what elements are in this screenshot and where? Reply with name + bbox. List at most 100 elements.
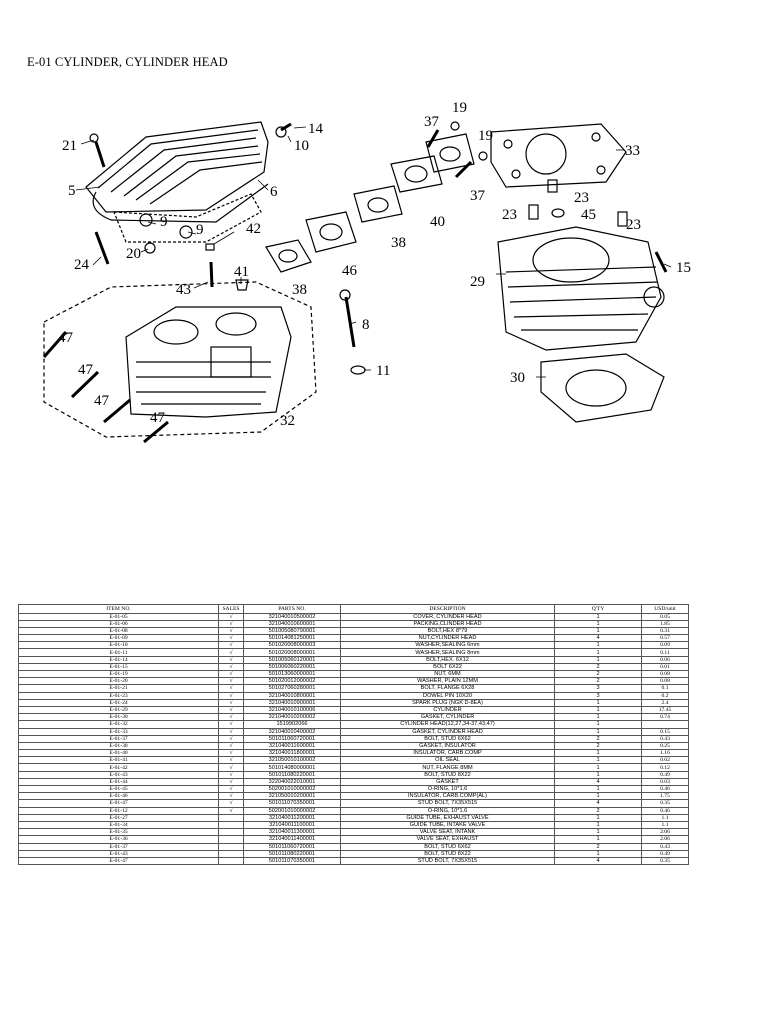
cell-parts-no: 321040011600001	[243, 741, 341, 751]
cell-parts-no: 322040022010001	[243, 777, 341, 787]
cell-description: STUD BOLT, 7X35X515	[340, 856, 555, 866]
cell-parts-no: 501011060720001	[243, 842, 341, 851]
cell-qty: 1	[554, 835, 642, 844]
cylinder-head-drawing	[43, 281, 317, 438]
cell-description: INSULATOR, CARB.COMP	[340, 749, 555, 758]
cell-qty: 1	[554, 641, 642, 650]
cell-usd-unit: 17.45	[641, 705, 689, 715]
callout-10: 10	[294, 138, 309, 154]
cell-description: SPARK PLUG (NGK D-8EA)	[340, 698, 555, 707]
cell-description: NUT,CYLINDER HEAD	[340, 634, 555, 643]
cell-description: NUT, FLANGE 8MM	[340, 763, 555, 772]
cell-usd-unit: 0.08	[641, 669, 689, 679]
cell-description: COVER, CYLINDER HEAD	[340, 612, 555, 621]
callout-29: 29	[470, 274, 485, 290]
cell-usd-unit: 2.06	[641, 835, 689, 844]
callout-46: 46	[342, 263, 358, 279]
cell-qty: 1	[554, 828, 642, 837]
cell-qty: 1	[554, 705, 642, 715]
small-fasteners-drawing	[89, 122, 366, 375]
cell-item-no: E-01-47	[18, 856, 219, 866]
cell-qty: 4	[554, 777, 642, 787]
cell-usd-unit: 0.08	[641, 677, 689, 686]
cell-description: BOLT, FLANGE 6X28	[340, 684, 555, 693]
cell-item-no: E-01-43	[18, 770, 219, 779]
cell-parts-no: 321040011800001	[243, 749, 341, 758]
cell-sales: √	[218, 669, 244, 679]
cell-qty: 2	[554, 842, 642, 851]
callout-45: 45	[581, 207, 596, 223]
cell-qty: 2	[554, 806, 642, 815]
cell-description: BOLT,HEX 8*79	[340, 626, 555, 636]
callout-8: 8	[362, 317, 370, 333]
callout-41: 41	[234, 264, 249, 280]
cell-qty: 1	[554, 720, 642, 729]
cell-description: BOLT, STUD 8X22	[340, 849, 555, 858]
studs-rings-drawing	[426, 121, 488, 179]
cell-description: CYLINDER HEAD(12,27,34-37,43,47)	[340, 720, 555, 729]
cell-qty: 1	[554, 849, 642, 858]
cell-sales: √	[218, 684, 244, 693]
cell-sales: √	[218, 720, 244, 729]
cell-item-no: E-01-41	[18, 756, 219, 765]
cell-sales: √	[218, 799, 244, 808]
cell-usd-unit: 0.35	[641, 799, 689, 808]
cell-parts-no: 501011060720001	[243, 734, 341, 743]
cell-qty: 4	[554, 634, 642, 643]
cell-item-no: E-01-45	[18, 784, 219, 794]
cell-qty: 3	[554, 691, 642, 700]
cell-description: BOLT,HEX. 6X12	[340, 655, 555, 664]
callout-40: 40	[430, 214, 445, 230]
cell-description: VALVE SEAT, INTANK	[340, 828, 555, 837]
cell-parts-no: 501005080790001	[243, 626, 341, 636]
cell-sales	[218, 842, 244, 851]
table-header-row: ITEM NO. SALES PARTS NO. DESCRIPTION Q'T…	[18, 604, 689, 614]
cell-qty: 1	[554, 756, 642, 765]
cell-qty: 1	[554, 792, 642, 801]
cell-sales: √	[218, 756, 244, 765]
head-gasket-drawing	[490, 123, 627, 188]
cell-description: GASKET, CYLINDER HEAD	[340, 727, 555, 736]
cell-usd-unit: 0.06	[641, 655, 689, 664]
cell-item-no: E-01-47	[18, 799, 219, 808]
cell-usd-unit: 1.85	[641, 619, 689, 628]
cell-qty: 2	[554, 734, 642, 743]
cell-sales: √	[218, 634, 244, 643]
callout-23: 23	[574, 190, 589, 206]
cell-qty: 4	[554, 799, 642, 808]
cell-usd-unit: 0.74	[641, 713, 689, 722]
cell-parts-no: 321040010600001	[243, 619, 341, 628]
cell-description: VALVE SEAT, EXHAUST	[340, 835, 555, 844]
cell-usd-unit: 0.43	[641, 842, 689, 851]
col-header-sales: SALES	[218, 604, 244, 614]
cell-parts-no: 501011080220001	[243, 770, 341, 779]
page-title: E-01 CYLINDER, CYLINDER HEAD	[27, 55, 228, 69]
cell-description: GASKET, INSULATOR	[340, 741, 555, 751]
exploded-parts-diagram: 21 14 10 5 6 9 9 42 20 24 43 41 47 47 47…	[42, 100, 691, 444]
cell-description: O-RING, 10*1.6	[340, 806, 555, 815]
cell-sales: √	[218, 641, 244, 650]
cell-parts-no: 501020012000002	[243, 677, 341, 686]
cell-usd-unit: 0.31	[641, 626, 689, 636]
callout-5: 5	[68, 183, 76, 199]
cell-usd-unit: 0.03	[641, 777, 689, 787]
cell-usd-unit: 0.05	[641, 612, 689, 621]
cell-item-no: E-01-06	[18, 619, 219, 628]
cell-description: GUIDE TUBE, EXHAUST VALVE	[340, 813, 555, 822]
leader-lines	[75, 126, 672, 378]
callout-33: 33	[625, 143, 640, 159]
cell-sales: √	[218, 655, 244, 664]
cell-parts-no: 321040010100006	[243, 705, 341, 715]
parts-table: ITEM NO. SALES PARTS NO. DESCRIPTION Q'T…	[18, 604, 689, 866]
cell-parts-no: 321040010500002	[243, 612, 341, 621]
cell-parts-no: 501013060000001	[243, 669, 341, 679]
